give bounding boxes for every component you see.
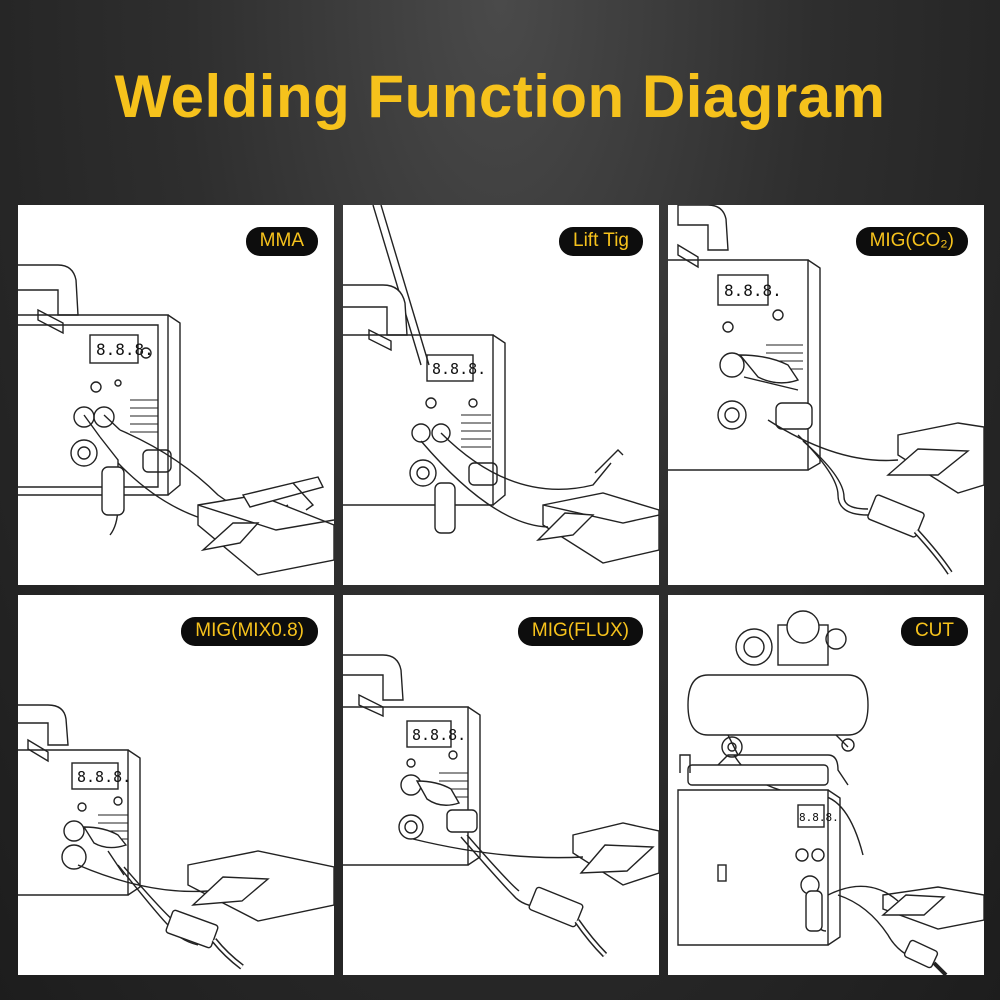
page-title: Welding Function Diagram xyxy=(114,63,886,130)
plasma-cut-illustration: 8.8.8. xyxy=(677,610,984,975)
display-readout: 8.8.8. xyxy=(724,281,782,300)
mma-welder-illustration: 8.8.8. xyxy=(18,264,334,576)
panel-lift-tig: 8.8.8. Lift Tig xyxy=(343,205,659,585)
panel-mig-mix: 8.8.8. MIG(MIX0.8) xyxy=(18,595,334,975)
tig-welder-illustration: 8.8.8. xyxy=(343,205,659,564)
function-grid: 8.8.8. xyxy=(18,205,984,995)
panel-mig-flux: 8.8.8. MIG(FLUX) xyxy=(343,595,659,975)
display-readout: 8.8.8. xyxy=(77,768,131,786)
panel-mig-co2: 8.8.8. MIG(CO₂) xyxy=(668,205,984,585)
display-readout: 8.8.8. xyxy=(412,726,466,744)
mig-welder-illustration: 8.8.8. xyxy=(668,205,984,575)
display-readout: 8.8.8. xyxy=(96,340,154,359)
mode-label: MIG(CO₂) xyxy=(855,227,968,256)
mode-label: MIG(FLUX) xyxy=(517,617,643,646)
display-readout: 8.8.8. xyxy=(432,360,486,378)
mode-label: CUT xyxy=(900,617,968,646)
mode-label: Lift Tig xyxy=(559,227,643,256)
panel-cut: 8.8.8. CUT xyxy=(668,595,984,975)
panel-mma: 8.8.8. xyxy=(18,205,334,585)
mig-flux-welder-illustration: 8.8.8. xyxy=(343,654,659,958)
mig-mix-welder-illustration: 8.8.8. xyxy=(18,704,334,970)
display-readout: 8.8.8. xyxy=(799,811,839,824)
mode-label: MMA xyxy=(245,227,318,256)
mode-label: MIG(MIX0.8) xyxy=(181,617,318,646)
